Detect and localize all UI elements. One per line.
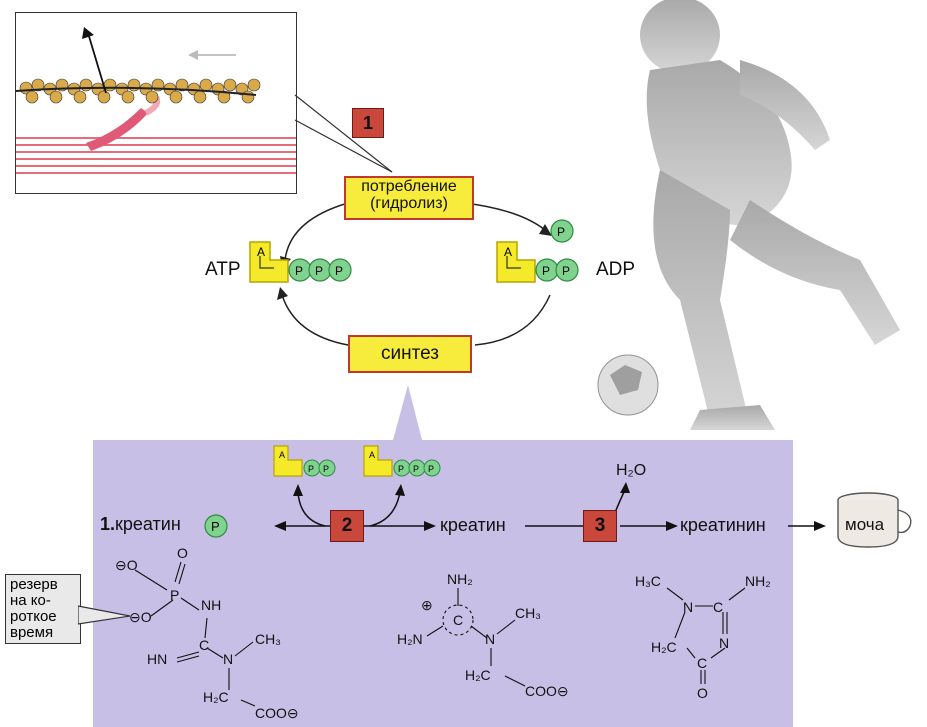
svg-text:N: N [485,631,495,647]
svg-text:P: P [562,264,570,278]
consumption-label: потребление [361,178,457,195]
step-3-badge: 3 [583,510,617,542]
creatinine-structure [666,587,746,684]
atp-molecule-icon: A P P P [249,241,352,283]
svg-text:O: O [697,685,708,701]
creatinine-label: креатинин [680,515,766,535]
svg-text:P: P [413,464,419,474]
muscle-fiber-inset [15,12,297,194]
svg-text:N: N [683,599,693,615]
consumption-hydrolysis-box: потребление (гидролиз) [344,176,474,220]
atp-label: ATP [205,259,241,280]
svg-text:A: A [279,450,285,460]
svg-text:P: P [428,464,434,474]
svg-text:O: O [177,545,188,561]
player-leg-left [653,170,750,425]
svg-text:P: P [557,225,565,239]
svg-text:P: P [323,464,329,474]
step2-adp-atp-icons: A P P A P P P [273,445,441,477]
creatine-label: креатин [440,515,506,535]
svg-text:⊕: ⊕ [421,597,433,613]
svg-text:COO⊖: COO⊖ [525,683,569,699]
svg-text:P: P [170,587,179,603]
svg-text:P: P [211,519,220,534]
inset-pointer-lines [294,94,393,173]
water-label: H₂O [616,462,647,479]
svg-text:H₂C: H₂C [651,639,677,655]
svg-text:A: A [369,450,375,460]
svg-text:N: N [223,651,233,667]
svg-text:C: C [713,599,723,615]
svg-text:CH₃: CH₃ [515,605,541,621]
svg-text:⊖O: ⊖O [129,609,152,625]
atp-a-glyph: A [257,245,265,259]
creatine-panel-background [93,385,793,727]
step-2-badge: 2 [330,510,364,542]
adp-label: ADP [596,259,636,280]
svg-text:P: P [335,264,343,278]
creatine-phosphate-structure [134,561,256,707]
player-head [640,0,720,73]
urine-vessel-icon [837,492,912,548]
svg-text:P: P [295,264,303,278]
svg-text:C: C [453,612,463,628]
svg-text:P: P [542,264,550,278]
free-phosphate-icon [550,219,574,243]
svg-text:H₂C: H₂C [465,667,491,683]
atp-cycle-arrows [277,202,552,346]
svg-text:NH₂: NH₂ [447,571,473,587]
svg-text:C: C [199,637,209,653]
svg-text:⊖O: ⊖O [115,557,138,573]
reserve-callout: резерв на ко- роткое время [5,574,81,644]
adp-molecule-icon: P A P P [496,219,579,283]
reserve-pointer [78,605,131,625]
svg-text:NH: NH [201,597,221,613]
svg-text:CH₃: CH₃ [255,631,281,647]
synthesis-label: синтез [381,343,439,364]
svg-text:P: P [398,464,404,474]
svg-text:HN: HN [147,651,167,667]
svg-text:H₃C: H₃C [635,573,661,589]
soccer-player-illustration [597,0,900,430]
svg-text:P: P [308,464,314,474]
structural-formulas: ⊖O O P NH ⊖O C HN N CH₃ H₂C COO⊖ NH₂ ⊕ C… [115,545,771,721]
svg-text:P: P [315,264,323,278]
hydrolysis-label: (гидролиз) [370,195,448,212]
actin-myosin-drawing [16,27,296,174]
player-leg-right [730,200,900,345]
svg-text:H₂C: H₂C [203,689,229,705]
synthesis-box: синтез [348,335,472,373]
creatine-phosphate-p-icon: P [204,514,228,538]
svg-text:COO⊖: COO⊖ [255,705,299,721]
svg-text:NH₂: NH₂ [745,573,771,589]
creatine-structure [426,588,526,687]
svg-text:C: C [697,655,707,671]
step-1-badge: 1 [352,108,384,138]
svg-text:A: A [504,245,512,259]
svg-text:H₂N: H₂N [397,631,423,647]
svg-text:N: N [719,635,729,651]
creatine-phosphate-label: 1.креатин [100,514,181,534]
urine-label: моча [845,515,885,534]
